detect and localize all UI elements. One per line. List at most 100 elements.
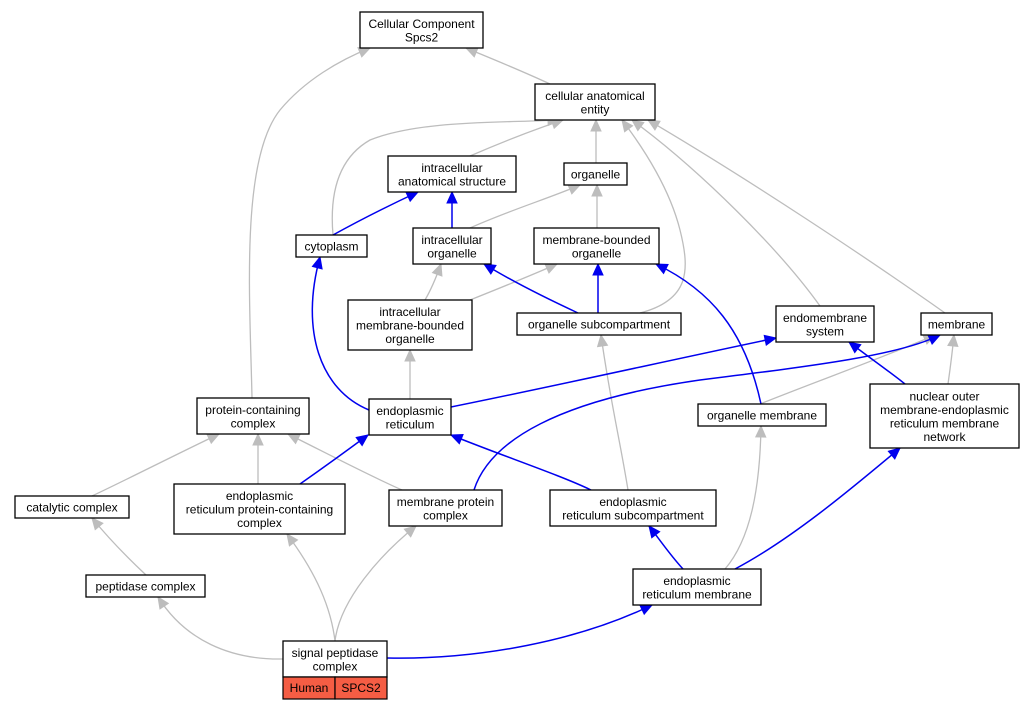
- arrowhead-icon: [286, 433, 301, 445]
- edge-er-to-ems: [450, 334, 778, 408]
- node-label-line: signal peptidase: [292, 646, 379, 660]
- node-label-line: anatomical structure: [398, 174, 506, 188]
- node-box: [85, 574, 206, 598]
- node-osc[interactable]: organelle subcompartment: [516, 312, 682, 336]
- node-label-line: reticulum protein-containing: [186, 503, 333, 517]
- node-label-line: complex: [313, 659, 358, 673]
- part-of-edge-line: [386, 604, 653, 659]
- edge-erpcc-to-pcc: [252, 432, 264, 484]
- node-label-line: organelle: [572, 246, 622, 260]
- node-membrane[interactable]: membrane: [920, 312, 993, 336]
- edge-imbo-to-mbo: [469, 263, 559, 301]
- arrowhead-icon: [403, 525, 417, 538]
- edge-er-to-imbo: [404, 348, 416, 399]
- arrowhead-icon: [947, 333, 959, 348]
- edge-spc-to-mpc: [334, 525, 417, 642]
- edge-spc-to-pep: [157, 595, 284, 660]
- edge-cae-to-cc_root: [464, 47, 551, 85]
- part-of-edge-line: [450, 434, 592, 491]
- node-box: [387, 155, 517, 193]
- node-label-line: endoplasmic: [376, 404, 443, 418]
- is-a-edge-line: [91, 433, 220, 497]
- node-label-line: organelle: [427, 246, 477, 260]
- edge-nom-to-ems: [848, 341, 906, 385]
- arrowhead-icon: [464, 47, 479, 58]
- node-label-line: Spcs2: [405, 30, 439, 44]
- node-label-line: nuclear outer: [909, 389, 979, 403]
- edge-mpc-to-pcc: [286, 433, 403, 491]
- arrowhead-icon: [449, 433, 464, 445]
- is-a-edge-line: [647, 119, 946, 314]
- node-box: [533, 227, 660, 265]
- part-of-edge-line: [311, 256, 370, 411]
- graph-edges: [91, 47, 959, 660]
- node-label-line: reticulum membrane: [890, 416, 1000, 430]
- node-pep[interactable]: peptidase complex: [85, 574, 206, 598]
- node-box: [173, 483, 346, 535]
- part-of-edge-line: [299, 434, 369, 485]
- edge-erm-to-ersc: [648, 525, 684, 570]
- edge-erpcc-to-er: [299, 434, 369, 485]
- node-box: [775, 305, 875, 343]
- node-box: [388, 489, 503, 527]
- node-om[interactable]: organelle membrane: [697, 403, 827, 427]
- arrowhead-icon: [355, 434, 369, 447]
- edge-om-to-mbo: [654, 263, 762, 405]
- is-a-edge-line: [469, 263, 558, 301]
- arrowhead-icon: [848, 341, 862, 354]
- edge-osc-to-io: [482, 263, 579, 314]
- node-label-line: cytoplasm: [304, 240, 358, 254]
- arrowhead-icon: [596, 333, 609, 348]
- arrowhead-icon: [286, 533, 299, 547]
- arrowhead-icon: [631, 119, 645, 132]
- node-cytoplasm[interactable]: cytoplasm: [295, 234, 368, 258]
- edge-cytoplasm-to-ias: [332, 191, 420, 236]
- is-a-edge-line: [286, 533, 336, 642]
- species-label: Human: [290, 681, 329, 695]
- edge-osc-to-cae: [621, 119, 686, 314]
- arrowhead-icon: [654, 263, 669, 275]
- node-box: [563, 162, 628, 186]
- edge-spc-to-erm: [386, 604, 654, 659]
- arrowhead-icon: [927, 334, 942, 346]
- arrowhead-icon: [311, 255, 323, 270]
- arrowhead-icon: [592, 262, 604, 276]
- is-a-edge-line: [91, 517, 147, 576]
- node-label-line: membrane-endoplasmic: [880, 403, 1009, 417]
- part-of-edge-line: [734, 447, 901, 570]
- is-a-edge-line: [724, 425, 762, 570]
- node-box: [359, 11, 484, 49]
- node-label-line: endoplasmic: [226, 489, 293, 503]
- arrowhead-icon: [567, 184, 582, 195]
- part-of-edge-line: [450, 337, 777, 408]
- node-nom[interactable]: nuclear outermembrane-endoplasmicreticul…: [869, 383, 1020, 449]
- node-label-line: complex: [231, 416, 276, 430]
- node-box: [368, 398, 452, 436]
- node-organelle[interactable]: organelle: [563, 162, 628, 186]
- arrowhead-icon: [754, 424, 767, 438]
- arrowhead-icon: [404, 348, 416, 362]
- node-cat[interactable]: catalytic complex: [14, 495, 130, 519]
- node-label-line: membrane protein: [397, 495, 494, 509]
- node-label-line: entity: [581, 102, 610, 116]
- node-label-line: reticulum subcompartment: [562, 508, 704, 522]
- edge-erm-to-nom: [734, 447, 901, 570]
- node-label-line: cellular anatomical: [545, 89, 644, 103]
- node-label-line: endomembrane: [783, 311, 867, 325]
- arrowhead-icon: [590, 118, 602, 132]
